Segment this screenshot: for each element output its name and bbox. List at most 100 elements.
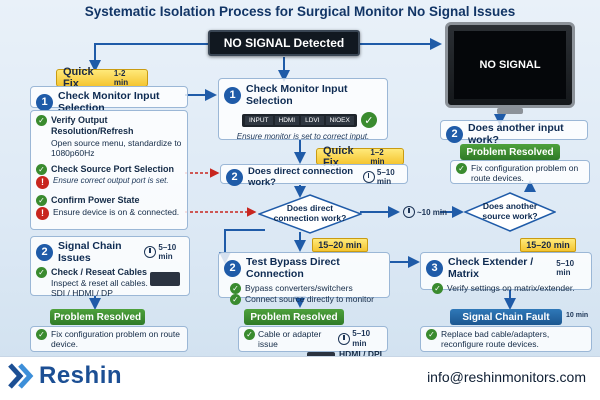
signal-chain-fault-badge: Signal Chain Fault [450,309,562,325]
right-q2-panel: 2 Does another input work? [440,120,588,146]
left-step2-number: 2 [36,243,53,261]
brand-name: Reshin [39,362,123,389]
warning-icon: ! [36,175,49,189]
check-icon: ✓ [244,329,255,340]
footer-bar [0,356,600,400]
center-resolved-timer: 5–10 min [338,329,382,348]
right-time-badge: 15–20 min [520,238,576,252]
left-step1-panel: 1 Check Monitor Input Selection [30,86,188,114]
check-title: Confirm Power State [51,194,140,205]
center-resolved-time: 5–10 min [352,329,371,348]
center-decision-text: Does direct connection work? [273,203,347,223]
right-step3-number: 3 [426,259,443,277]
port-label: INPUT [245,115,273,125]
center-decision-text-wrap: Does direct connection work? [268,198,352,230]
input-port-bar: INPUT HDMI LDVI NIOEX [242,113,357,127]
left-resolved-badge: Problem Resolved [50,309,145,325]
left-resolved-panel: ✓ Fix configuration problem on route dev… [30,326,188,352]
right-q2-label: Does another input work? [468,122,564,146]
center-resolved-ports: HDMI / DPI [339,349,382,360]
right-decision-text-wrap: Does another source work? [474,196,546,228]
cable-connector-icon [150,272,180,286]
right-step3-panel: 3 Check Extender / Matrix 5–10 min ✓ Ver… [420,252,592,294]
direct-timer: 5–10 min [362,168,402,186]
check-icon: ✓ [230,294,241,305]
left-step2-timer: 5–10 min [144,243,184,261]
right-q2-number: 2 [446,125,463,143]
check-desc: Ensure correct output port is set. [53,175,169,185]
check-title: Verify Output Resolution/Refresh [51,115,134,136]
center-step2-label: Test Bypass Direct Connection [246,256,340,280]
left-resolved-desc: Fix configuration problem on route devic… [51,329,180,350]
left-checks-panel: ✓ Verify Output Resolution/Refresh Open … [30,110,188,230]
bypass-item: Connect source directly to monitor [245,294,374,304]
right-step3-time: 5–10 min [556,259,575,277]
check-title: Check Source Port Selection [51,163,175,174]
page-title: Systematic Isolation Process for Surgica… [84,4,516,19]
direct-time: 5–10 min [376,168,395,186]
cables-desc: Inspect & reset all cables. SDI / HDMI /… [51,278,148,299]
contact-email[interactable]: info@reshinmonitors.com [427,369,586,385]
center-quick-fix-badge: Quick Fix 1–2 min [316,145,404,169]
check-icon: ✓ [36,329,47,340]
cable-icon [307,352,336,359]
check-desc: Ensure device is on & connected. [53,206,180,217]
center-step1-label: Check Monitor Input Selection [246,83,348,107]
check-icon: ✓ [432,283,443,294]
center-time-badge: 15–20 min [312,238,368,252]
direct-label: Does direct connection work? [248,166,354,188]
right-decision-text: Does another source work? [482,201,538,221]
direct-number: 2 [226,168,243,186]
check-icon: ✓ [36,267,47,278]
right-step3-item: Verify settings on matrix/extender. [447,283,575,293]
monitor-screen-text: NO SIGNAL [454,31,566,99]
warning-icon: ! [36,206,49,220]
center-resolved-panel: ✓ Cable or adapter issue 5–10 min HDMI /… [238,326,388,359]
center-resolved-item: Cable or adapter issue [258,329,322,350]
monitor-stand [497,108,523,114]
right-resolved-badge: Problem Resolved [460,144,560,160]
right-resolved-desc: Fix configuration problem on route devic… [471,163,579,184]
fault-panel: ✓ Replace bad cable/adapters, reconfigur… [420,326,592,352]
left-quick-fix-time: 1-2 min [113,69,129,87]
reshin-logo-icon [8,363,34,389]
fault-time: 10 min [566,312,589,319]
clock-icon [338,332,351,345]
center-decision-diamond [258,194,362,234]
left-step2-panel: 2 Signal Chain Issues 5–10 min ✓ Check /… [30,236,190,299]
check-icon: ✓ [230,283,241,294]
check-icon: ✓ [426,329,437,340]
check-icon: ✓ [456,163,467,174]
port-label: NIOEX [325,115,354,125]
port-label: LDVI [301,115,324,125]
mid-link-timer: ~10 min [403,206,447,218]
check-icon: ✓ [36,194,47,206]
check-icon: ✓ [360,112,377,128]
clock-icon [362,171,375,183]
right-decision-diamond [464,192,556,232]
clock-icon [144,246,157,258]
brand-logo: Reshin [8,362,122,390]
mid-link-time: ~10 min [417,207,448,217]
cables-title: Check / Reseat Cables [51,267,148,277]
center-step2-panel: 2 Test Bypass Direct Connection ✓ Bypass… [218,252,390,305]
port-label: HDMI [274,115,300,125]
bypass-item: Bypass converters/switchers [245,283,353,293]
clock-icon [403,206,415,218]
center-step2-number: 2 [224,259,241,277]
check-desc: Open source menu, standardize to 1080p60… [51,137,182,158]
fault-desc: Replace bad cable/adapters, reconfigure … [441,329,550,350]
center-step1-panel: 1 Check Monitor Input Selection INPUT HD… [218,78,388,141]
left-step2-time: 5–10 min [158,243,177,261]
left-quick-fix-badge: Quick Fix 1-2 min [56,66,148,90]
left-step1-number: 1 [36,93,53,111]
no-signal-start: NO SIGNAL Detected [208,30,360,56]
check-icon: ✓ [36,163,47,175]
center-quick-fix-time: 1–2 min [370,147,385,166]
center-step1-note: Ensure monitor is set to correct input. [236,132,370,141]
left-step2-label: Signal Chain Issues [58,240,122,264]
monitor-illustration: NO SIGNAL [445,22,575,108]
right-step3-label: Check Extender / Matrix [448,256,534,280]
check-icon: ✓ [36,115,47,126]
center-step1-number: 1 [224,86,241,104]
